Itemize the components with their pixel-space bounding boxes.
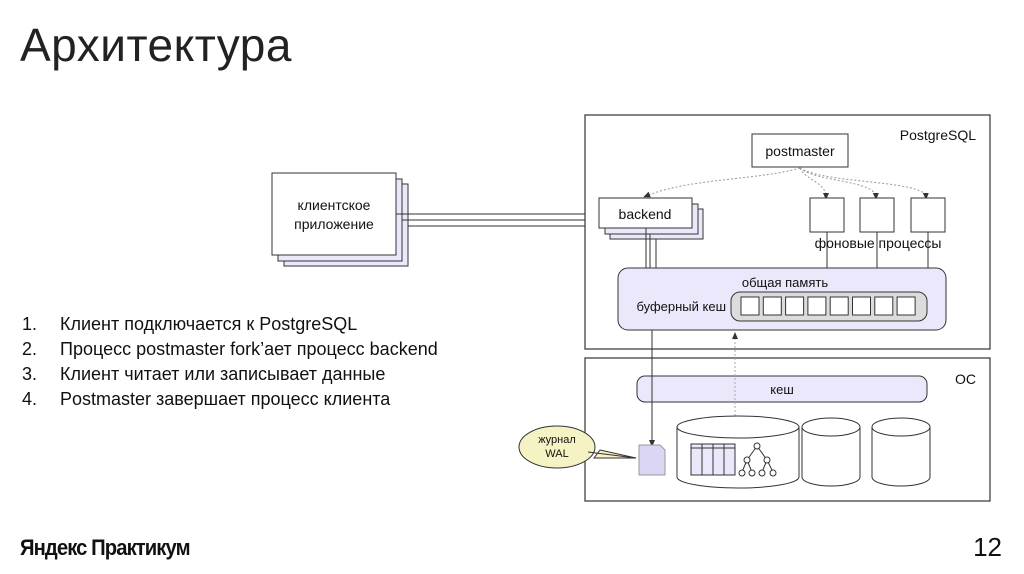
step-text: Процесс postmaster fork’ает процесс back… [60,339,438,359]
background-processes-label: фоновые процессы [815,235,942,251]
os-cache-label: кеш [770,382,794,397]
wal-label-1: журнал [538,434,576,446]
disk-3 [871,417,931,487]
postmaster-label: postmaster [765,143,835,159]
step-item: 4. Postmaster завершает процесс клиента [22,387,438,412]
buffer-pages [740,296,916,316]
bg-process-box [910,197,946,233]
wal-callout: журнал WAL [518,425,637,469]
buffer-cache-label: буферный кеш [636,299,726,314]
disk-main [676,415,800,489]
disk-2 [801,417,861,487]
step-text: Клиент читает или записывает данные [60,364,386,384]
page-number: 12 [973,532,1002,562]
step-text: Клиент подключается к PostgreSQL [60,314,358,334]
buffer-page [896,296,916,316]
postmaster-box [751,133,849,168]
slide-title: Архитектура [20,19,292,71]
step-item: 2. Процесс postmaster fork’ает процесс ba… [22,337,438,362]
step-text: Postmaster завершает процесс клиента [60,389,391,409]
wal-label-2: WAL [545,448,568,460]
step-number: 2. [22,339,38,359]
backend-label: backend [619,206,672,222]
wal-file-icon [638,444,666,476]
buffer-page [829,296,849,316]
bg-process-box [809,197,845,233]
fork-arrows [643,167,929,200]
bg-process-box [859,197,895,233]
buffer-page [740,296,760,316]
brand-logo: Яндекс Практикум [20,535,191,560]
shared-memory-label: общая память [742,275,828,290]
step-item: 1. Клиент подключается к PostgreSQL [22,312,438,337]
buffer-page [852,296,871,316]
client-app-label-1: клиентское [298,197,371,213]
backend: backend [598,197,704,240]
buffer-page [874,296,894,316]
buffer-page [807,296,827,316]
os-label: ОС [955,371,976,387]
backend-memory-lines [645,228,657,268]
index-tree-icon [738,442,777,477]
table-icon [690,443,736,476]
background-processes: фоновые процессы [809,197,946,268]
os-cache-box [636,375,928,403]
postgresql-label: PostgreSQL [900,127,976,143]
buffer-page [762,296,782,316]
client-backend-connection [396,213,600,227]
step-number: 4. [22,389,38,409]
step-number: 3. [22,364,38,384]
steps-list: 1. Клиент подключается к PostgreSQL 2. Про… [22,312,438,412]
step-item: 3. Клиент читает или записывает данные [22,362,438,387]
step-number: 1. [22,314,38,334]
client-app-label-2: приложение [294,216,374,232]
buffer-page [785,296,805,316]
client-app: клиентское приложение [271,172,409,267]
